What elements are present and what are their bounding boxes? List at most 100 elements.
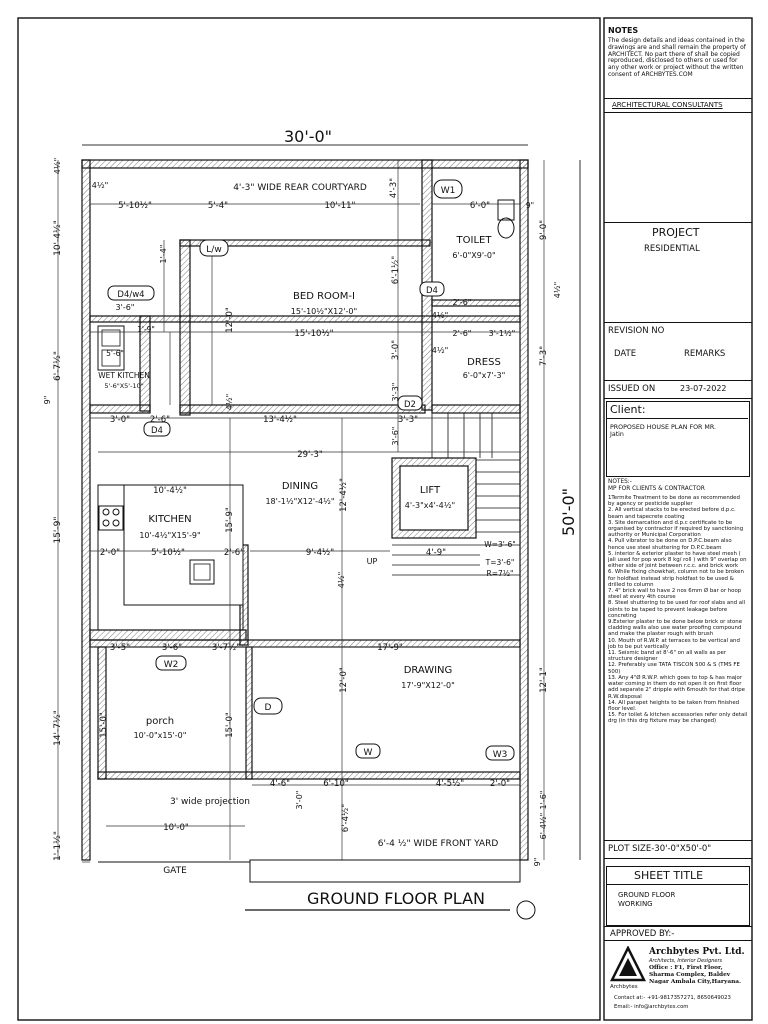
dim-6-0-top: 6'-0" bbox=[470, 201, 490, 211]
drawing-name: DRAWING bbox=[404, 665, 453, 676]
firm-name: Archbytes Pvt. Ltd. bbox=[649, 947, 745, 957]
dim-3-7: 3'-7½" bbox=[212, 643, 240, 653]
issued-date: 23-07-2022 bbox=[680, 384, 727, 393]
client-text: PROPOSED HOUSE PLAN FOR MR. Jatin bbox=[610, 424, 716, 439]
revision-label: REVISION NO bbox=[608, 326, 665, 336]
dim-1-9-wk: 1'-9" bbox=[137, 325, 155, 334]
client-label: Client: bbox=[610, 403, 646, 416]
tag-d: D bbox=[265, 703, 272, 713]
dim-left-6-7: 6'-7½" bbox=[53, 351, 63, 381]
tag-d2: D2 bbox=[404, 400, 416, 410]
dim-6-10: 6'-10" bbox=[323, 779, 349, 789]
tag-w2: W2 bbox=[164, 660, 179, 670]
issued-label: ISSUED ON bbox=[608, 384, 656, 394]
dim-15-0-porch: 15'-0" bbox=[99, 712, 109, 738]
dim-4-9: 4'-9" bbox=[426, 548, 446, 558]
toilet-size: 6'-0"X9'-0" bbox=[452, 251, 495, 260]
dim-15-9-vert: 15'-9" bbox=[225, 507, 235, 533]
tag-d4-bedroom: D4 bbox=[426, 286, 438, 296]
dim-3-5: 3'-5" bbox=[110, 643, 130, 653]
sink-icon bbox=[189, 559, 215, 585]
dim-6-1-vert: 6'-1½" bbox=[391, 256, 401, 284]
projection-label: 3' wide projection bbox=[170, 797, 250, 807]
sheet-border bbox=[17, 17, 601, 1021]
firm-sub: Architects, Interior Designers bbox=[649, 958, 723, 964]
date-label: DATE bbox=[614, 349, 637, 359]
firm-email: Email:- info@archbytes.com bbox=[614, 1004, 689, 1010]
dim-10-4: 10'-4½" bbox=[153, 486, 187, 496]
dim-2-6-bot: 2'-6" bbox=[150, 415, 170, 425]
plan-title: GROUND FLOOR PLAN bbox=[307, 889, 485, 908]
tag-w1: W1 bbox=[441, 186, 456, 196]
remarks-label: REMARKS bbox=[684, 349, 726, 359]
titleblock-border bbox=[603, 17, 753, 1021]
notes-title: NOTES bbox=[608, 26, 639, 35]
dim-4-6: 4'-6" bbox=[270, 779, 290, 789]
dim-7-3-right: 7'-3" bbox=[539, 346, 549, 366]
dim-left-1-1: 1'-1½" bbox=[53, 831, 63, 861]
dim-3-3-vert: 3'-3" bbox=[391, 383, 400, 402]
dim-5-4-top: 5'-4" bbox=[208, 201, 228, 211]
courtyard-label: 4'-3" WIDE REAR COURTYARD bbox=[233, 183, 367, 193]
dim-5-10-kit: 5'-10½" bbox=[151, 548, 185, 558]
dining-name: DINING bbox=[282, 481, 318, 492]
dim-2-0-kit: 2'-0" bbox=[100, 548, 120, 558]
stair-tread: T=3'-6" bbox=[485, 558, 515, 567]
dim-3-0-vert: 3'-0" bbox=[391, 340, 401, 360]
project-label: PROJECT bbox=[652, 226, 700, 239]
dress-size: 6'-0"x7'-3" bbox=[463, 371, 506, 380]
firm-contact: Contact at:- +91-9817357271, 8650649023 bbox=[614, 995, 731, 1001]
dining-size: 18'-1½"X12'-4½" bbox=[265, 497, 334, 506]
dim-15-10-bed: 15'-10½" bbox=[294, 329, 333, 339]
dim-10-0: 10'-0" bbox=[163, 823, 189, 833]
notes2-title: NOTES:- MP FOR CLIENTS & CONTRACTOR bbox=[608, 479, 705, 492]
bedroom-size: 15'-10½"X12'-0" bbox=[291, 307, 357, 316]
dim-1-6-right: 1'-6" bbox=[539, 791, 548, 810]
tag-d4-wetkitchen: D4 bbox=[151, 426, 163, 436]
sheet-title-value: GROUND FLOOR WORKING bbox=[618, 891, 676, 908]
wet-kitchen-name: WET KITCHEN bbox=[98, 371, 150, 380]
logo-text: Archbytes bbox=[610, 984, 638, 990]
project-value: RESIDENTIAL bbox=[644, 244, 700, 254]
dim-3-1-mid: 3'-1½" bbox=[489, 329, 516, 338]
archbytes-logo bbox=[610, 946, 646, 982]
dim-5-6-wk: 5'-6" bbox=[106, 349, 124, 358]
dim-15-0-mid: 15'-0" bbox=[225, 712, 235, 738]
dim-2-6-kit: 2'-6" bbox=[224, 548, 244, 558]
wet-kitchen-sink-icon bbox=[97, 325, 125, 371]
stair-width: W=3'-6" bbox=[484, 540, 515, 549]
dim-left-4half: 4½" bbox=[53, 158, 62, 175]
toilet-name: TOILET bbox=[456, 235, 493, 246]
dim-13-4: 13'-4½" bbox=[263, 415, 297, 425]
overall-depth-dim: 50'-0" bbox=[559, 488, 578, 536]
notes2-text: 1Termite Treatment to be done as recomme… bbox=[608, 495, 748, 725]
dim-2-6-top: 2'-6" bbox=[453, 298, 472, 307]
drawing-size: 17'-9"X12'-0" bbox=[401, 681, 455, 690]
lift-size: 4'-3"x4'-4½" bbox=[405, 501, 455, 510]
wet-kitchen-size: 5'-6"X5'-10" bbox=[104, 382, 143, 390]
notes-text: The design details and ideas contained i… bbox=[608, 37, 746, 78]
stove-icon bbox=[98, 505, 124, 531]
dim-9-4: 9'-4½" bbox=[306, 548, 334, 558]
dim-4half-right: 4½" bbox=[553, 282, 562, 299]
dress-name: DRESS bbox=[467, 357, 501, 368]
dim-3-3-bot: 3'-3" bbox=[398, 415, 418, 425]
tag-d4w4: D4/w4 bbox=[117, 290, 144, 300]
dim-29-3: 29'-3" bbox=[297, 450, 323, 460]
staircase bbox=[392, 413, 520, 576]
plan-dimension-lines bbox=[57, 144, 581, 863]
dim-left-15-9: 15'-9" bbox=[53, 516, 63, 543]
stair-riser: R=7½" bbox=[487, 569, 514, 578]
porch-size: 10'-0"x15'-0" bbox=[134, 731, 187, 740]
dim-4half-dress2: 4½" bbox=[432, 346, 449, 355]
dim-1-4-vert: 1'-4" bbox=[159, 245, 168, 264]
consultants-label: ARCHITECTURAL CONSULTANTS bbox=[612, 101, 723, 109]
dim-2-6-mid: 2'-6" bbox=[453, 329, 472, 338]
front-yard-label: 6'-4 ½" WIDE FRONT YARD bbox=[378, 839, 499, 849]
lift-name: LIFT bbox=[420, 485, 441, 496]
dim-4half-vert: 4½" bbox=[225, 394, 234, 411]
dim-2-0-front: 2'-0" bbox=[490, 779, 510, 789]
tag-w: W bbox=[364, 748, 373, 758]
dim-12-1-right: 12'-1" bbox=[539, 667, 549, 693]
